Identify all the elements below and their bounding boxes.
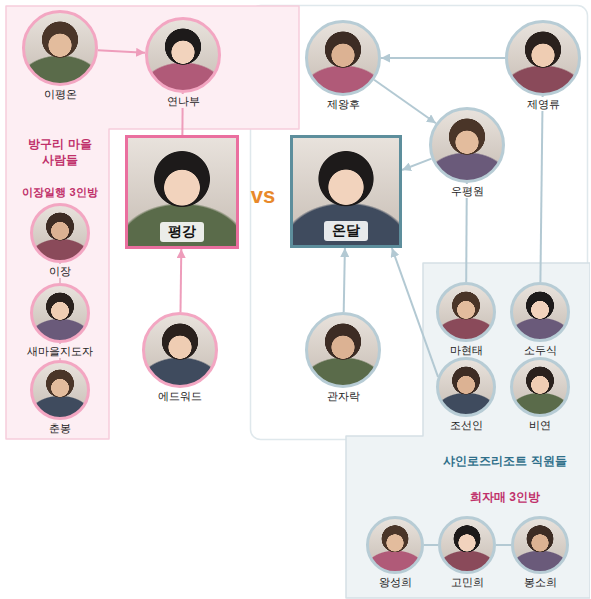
character-portrait: 조선인 [436,357,496,417]
relation-line [374,80,436,123]
character-portrait: 이평온 [22,10,98,86]
relation-line [424,544,438,546]
character-portrait: 새마을지도자 [30,283,90,343]
character-portrait: 고민희 [438,516,496,574]
character-name: 우평원 [449,184,486,198]
relation-line [344,248,345,312]
character-name: 제왕후 [325,97,362,111]
relation-line [402,159,432,170]
group-caption: 희자매 3인방 [470,489,540,506]
character-portrait: 연나부 [145,17,221,93]
character-portrait: 마현태 [436,282,496,342]
character-name: 연나부 [165,94,202,108]
group-heading: 방구리 마을 사람들 [12,137,108,168]
character-portrait: 제왕후 [305,20,381,96]
character-name: 조선인 [448,418,485,432]
character-portrait: 우평원 [429,107,505,183]
character-name: 마현태 [448,343,485,357]
relation-line [496,544,511,546]
character-name: 봉소희 [522,575,559,589]
character-portrait: 봉소희 [511,516,569,574]
group-region: 샤인로즈리조트 직원들마현태소두식조선인비연왕성희고민희봉소희 [345,262,590,599]
character-name: 고민희 [449,575,486,589]
character-portrait: 관자락 [305,312,381,388]
character-portrait: 비연 [510,357,570,417]
character-name: 관자락 [325,389,362,403]
lead-character-box: 온달 [290,135,402,248]
character-name: 이평온 [42,87,79,101]
group-caption: 이장일행 3인방 [22,185,97,200]
character-name: 새마을지도자 [25,344,95,358]
relation-line [180,249,183,312]
character-name: 비연 [527,418,553,432]
relation-line [381,57,505,59]
right-panel [251,6,588,440]
character-name: 춘봉 [47,421,73,435]
character-portrait: 이장 [30,203,90,263]
character-portrait: 제영류 [505,20,581,96]
character-name: 소두식 [522,343,559,357]
lead-character-name: 온달 [324,221,368,241]
lead-character-box: 평강 [125,135,239,249]
region-shape [6,6,299,439]
versus-mark: vs [251,183,275,209]
character-portrait: 소두식 [510,282,570,342]
character-name: 제영류 [525,97,562,111]
character-name: 왕성희 [377,575,414,589]
character-portrait: 왕성희 [366,516,424,574]
relation-line [540,96,542,282]
lead-character-name: 평강 [160,222,204,242]
character-name: 이장 [47,264,73,278]
character-portrait: 에드워드 [142,312,218,388]
character-portrait: 춘봉 [30,360,90,420]
region-shape [346,263,590,598]
group-heading: 샤인로즈리조트 직원들 [443,454,566,470]
character-name: 에드워드 [156,389,204,403]
